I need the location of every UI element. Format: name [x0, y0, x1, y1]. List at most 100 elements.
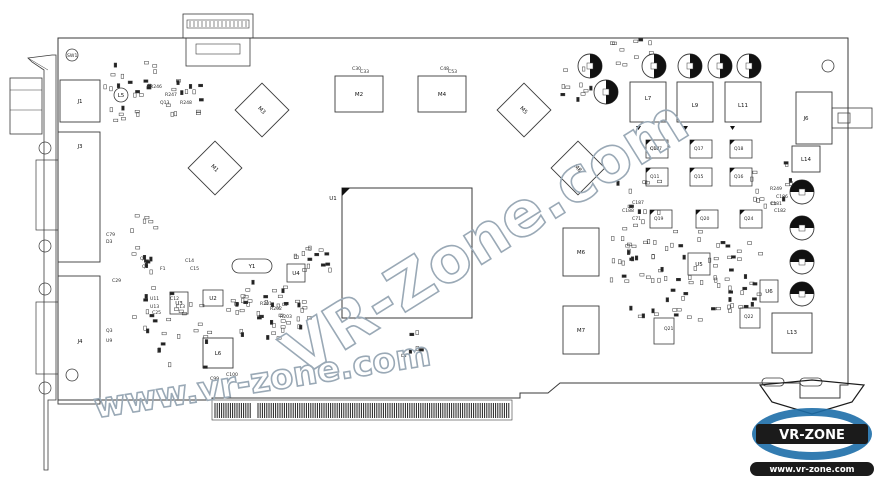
smd-component: [144, 263, 148, 268]
smd-component: [627, 250, 631, 255]
smd-component: [257, 316, 262, 320]
svg-text:U2: U2: [209, 296, 217, 302]
inductor-l6: L6: [202, 337, 234, 369]
smd-component: [665, 297, 669, 303]
smd-component: [756, 292, 762, 296]
smd-component: [247, 299, 253, 303]
svg-text:L5: L5: [118, 93, 125, 99]
smd-component: [171, 87, 177, 92]
smd-component: [697, 318, 703, 322]
smd-component: [627, 204, 633, 208]
smd-component: [716, 243, 720, 248]
smd-component: [700, 280, 704, 285]
smd-component: [612, 41, 617, 45]
smd-component: [192, 89, 196, 95]
smd-component: [401, 353, 407, 357]
smd-component: [755, 188, 759, 194]
smd-component: [202, 365, 208, 369]
connector-j1: J1: [59, 79, 101, 123]
smd-component: [673, 230, 678, 234]
mosfet: [649, 209, 673, 229]
component-label: C29: [112, 278, 121, 284]
smd-component: [246, 301, 250, 307]
smd-component: [110, 73, 116, 77]
component-label: C182: [774, 208, 786, 214]
capacitor-pad: [650, 62, 658, 70]
smd-component: [565, 85, 571, 89]
smd-component: [631, 244, 637, 248]
smd-component: [198, 98, 204, 102]
smd-component: [130, 228, 134, 233]
smd-component: [681, 296, 685, 301]
smd-component: [580, 92, 586, 96]
smd-component: [651, 254, 655, 260]
smd-component: [644, 181, 650, 185]
smd-component: [688, 281, 694, 285]
memory-chip-m7: M7: [562, 305, 600, 355]
smd-component: [270, 319, 274, 325]
smd-component: [682, 254, 686, 260]
smd-component: [251, 279, 255, 285]
mosfet: [653, 317, 675, 345]
smd-component: [301, 300, 307, 304]
component-label: Q22: [744, 314, 754, 320]
capacitor-polarity: [749, 54, 761, 78]
smd-component: [576, 97, 580, 102]
smd-component: [189, 302, 193, 307]
smd-component: [714, 277, 718, 283]
smd-component: [408, 348, 412, 354]
smd-component: [622, 227, 628, 231]
mosfet: [729, 139, 753, 159]
component-label: C15: [190, 266, 199, 272]
smd-component: [619, 48, 625, 52]
smd-component: [146, 328, 150, 334]
svg-text:U6: U6: [765, 289, 773, 295]
smd-component: [243, 295, 249, 299]
smd-component: [145, 309, 149, 315]
smd-component: [725, 244, 731, 248]
regulator-u2: U2: [202, 289, 224, 307]
capacitor-polarity: [690, 54, 702, 78]
component-label: Q2: [142, 264, 149, 270]
component-label: R203: [280, 314, 292, 320]
smd-component: [198, 83, 203, 88]
smd-component: [756, 198, 760, 203]
component-label: C187: [632, 200, 644, 206]
smd-component: [300, 307, 304, 313]
smd-component: [747, 241, 752, 245]
smd-component: [263, 295, 269, 299]
svg-text:J6: J6: [802, 116, 809, 122]
smd-component: [256, 311, 260, 316]
smd-component: [579, 82, 583, 88]
smd-component: [728, 285, 732, 291]
smd-component: [589, 85, 593, 91]
smd-component: [144, 215, 150, 220]
smd-component: [297, 302, 301, 308]
smd-component: [752, 170, 758, 174]
smd-component: [708, 257, 712, 263]
smd-component: [634, 55, 639, 59]
smd-component: [676, 308, 682, 312]
component-label: Q24: [744, 216, 754, 222]
component-label: D3: [106, 239, 113, 245]
smd-component: [188, 84, 193, 89]
inductor-l9: L9: [676, 81, 714, 123]
smd-component: [178, 309, 184, 313]
smd-component: [240, 294, 246, 298]
smd-component: [152, 319, 158, 323]
smd-component: [143, 325, 147, 331]
smd-component: [103, 84, 107, 90]
connector-j3: J3: [35, 131, 101, 263]
smd-component: [116, 83, 121, 89]
smd-component: [121, 117, 126, 121]
smd-component: [276, 303, 280, 309]
component-label: F1: [160, 266, 166, 272]
smd-component: [728, 297, 732, 302]
smd-component: [676, 278, 681, 282]
smd-component: [153, 69, 157, 74]
smd-component: [144, 294, 148, 299]
svg-text:L9: L9: [692, 103, 699, 109]
svg-text:M5: M5: [518, 106, 528, 116]
triangle-marker: [683, 126, 688, 130]
svg-text:J4: J4: [76, 339, 83, 345]
